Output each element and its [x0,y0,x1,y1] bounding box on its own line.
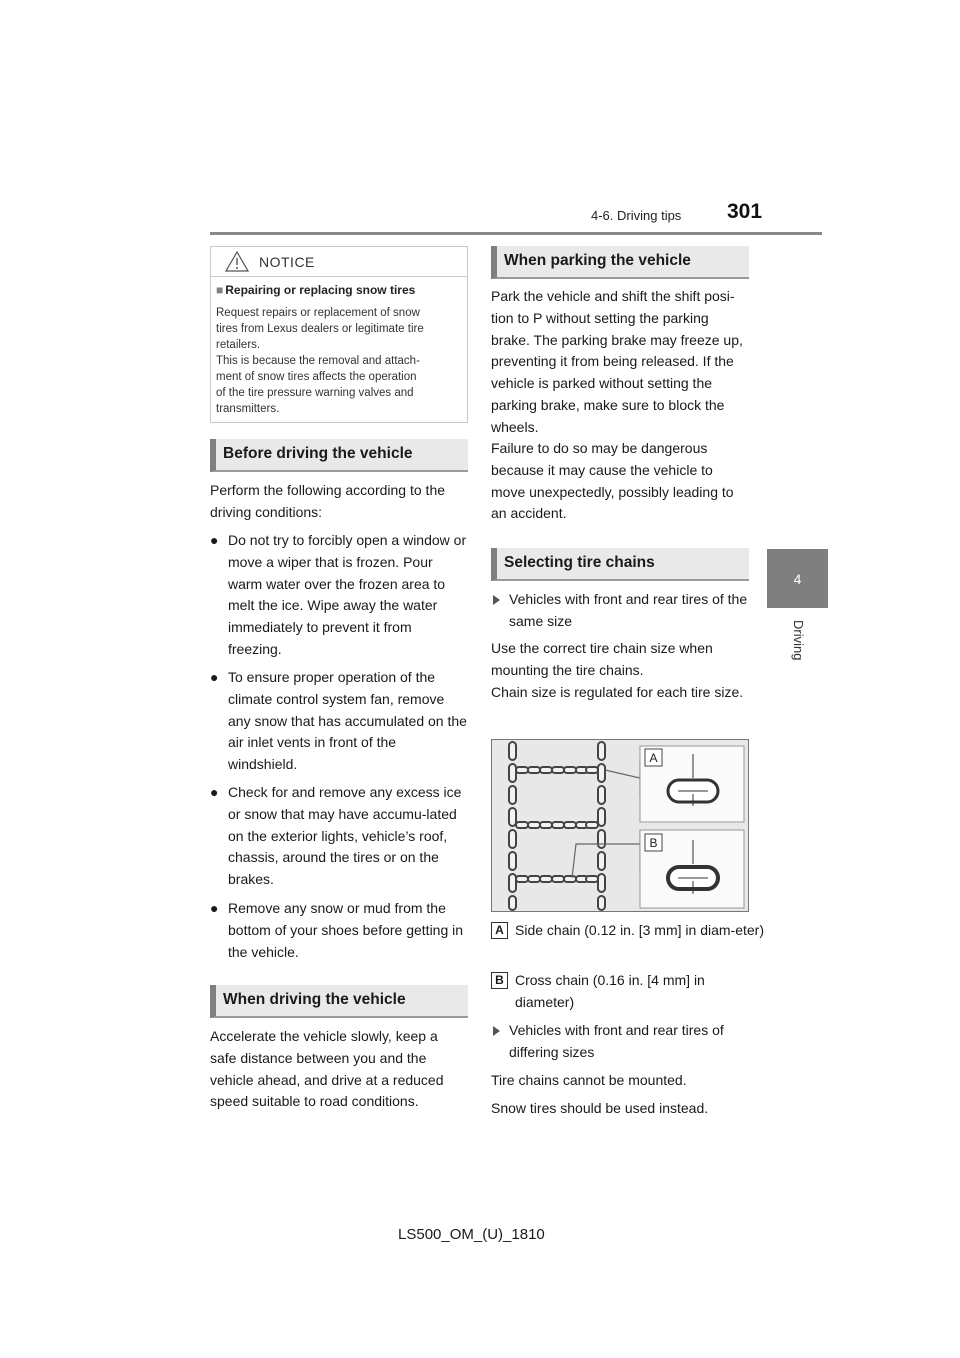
arrow-heading-text: Vehicles with front and rear tires of di… [509,1022,724,1060]
header-rule [210,232,822,235]
when-driving-text: Accelerate the vehicle slowly, keep a sa… [210,1028,444,1110]
list-item-text: Do not try to forcibly open a window or … [228,532,467,657]
tire-chains-text-3: Tire chains cannot be mounted. [491,1072,687,1088]
bullet-icon: ● [210,900,219,916]
list-item: ● Do not try to forcibly open a window or… [210,530,468,661]
tire-chains-text-2: Chain size is regulated for each tire si… [491,684,744,700]
figure-label-a: A [649,751,657,765]
arrow-bullet-icon [493,595,500,605]
arrow-heading-text: Vehicles with front and rear tires of th… [509,591,748,629]
bullet-icon: ● [210,669,219,685]
section-header-before-driving: Before driving the vehicle [210,439,468,472]
section-header-tire-chains: Selecting tire chains [491,548,749,581]
bullet-icon: ● [210,532,219,548]
callout-text: Cross chain (0.16 in. [4 mm] in diameter… [515,972,705,1010]
notice-title: NOTICE [259,254,315,270]
list-item-text: Remove any snow or mud from the bottom o… [228,900,464,960]
tire-chain-diagram: A B [492,740,748,911]
tire-chains-text-4: Snow tires should be used instead. [491,1100,709,1116]
callout-badge-a: A [491,922,508,939]
bullet-icon: ● [210,784,219,800]
footer-document-code: LS500_OM_(U)_1810 [398,1226,545,1243]
header-section-title: 4-6. Driving tips [591,208,682,223]
section-header-when-driving: When driving the vehicle [210,985,468,1018]
square-bullet-icon: ■ [216,283,224,297]
list-item: ● Remove any snow or mud from the bottom … [210,898,468,963]
section-title: Before driving the vehicle [223,445,413,462]
chapter-tab: 4 [767,549,828,608]
warning-triangle-icon [225,251,249,272]
before-driving-intro: Perform the following according to the d… [210,482,446,520]
callout-badge-b: B [491,972,508,989]
list-item-text: Check for and remove any excess ice or s… [228,784,462,888]
side-chain-right [597,741,606,911]
callout-b: B Cross chain (0.16 in. [4 mm] in diamete… [491,970,755,1014]
side-chain-left [508,741,517,911]
list-item: ● Check for and remove any excess ice or … [210,782,468,891]
notice-subtitle: ■Repairing or replacing snow tires [216,283,415,297]
section-header-when-parking: When parking the vehicle [491,246,749,279]
chapter-number: 4 [793,571,802,587]
arrow-bullet-icon [493,1026,500,1036]
detail-box-a: A [639,745,745,823]
section-title: When driving the vehicle [223,991,406,1008]
callout-a: A Side chain (0.12 in. [3 mm] in diam-ete… [491,920,773,942]
list-item: ● To ensure proper operation of the clima… [210,667,468,776]
section-title: When parking the vehicle [504,252,691,269]
callout-text: Side chain (0.12 in. [3 mm] in diam-eter… [515,922,764,938]
list-item-text: To ensure proper operation of the climat… [228,669,467,773]
detail-box-b: B [639,829,745,909]
figure-label-b: B [649,836,657,850]
notice-box: NOTICE ■Repairing or replacing snow tire… [210,246,468,423]
tire-chain-illustration: A B [491,739,749,912]
chapter-label: Driving [791,620,806,661]
notice-header: NOTICE [211,247,467,277]
notice-text: Request repairs or replacement of snow t… [216,307,424,415]
arrow-heading-differing-sizes: Vehicles with front and rear tires of di… [491,1020,749,1064]
notice-subtitle-text: Repairing or replacing snow tires [225,283,416,297]
tire-chains-text-1: Use the correct tire chain size when mou… [491,640,713,678]
arrow-heading-same-size: Vehicles with front and rear tires of th… [491,589,749,633]
section-title: Selecting tire chains [504,554,655,571]
cross-chains [515,766,599,883]
page-number: 301 [727,200,763,223]
when-parking-text-2: Failure to do so may be dangerous becaus… [491,440,734,522]
when-parking-text-1: Park the vehicle and shift the shift pos… [491,288,743,435]
